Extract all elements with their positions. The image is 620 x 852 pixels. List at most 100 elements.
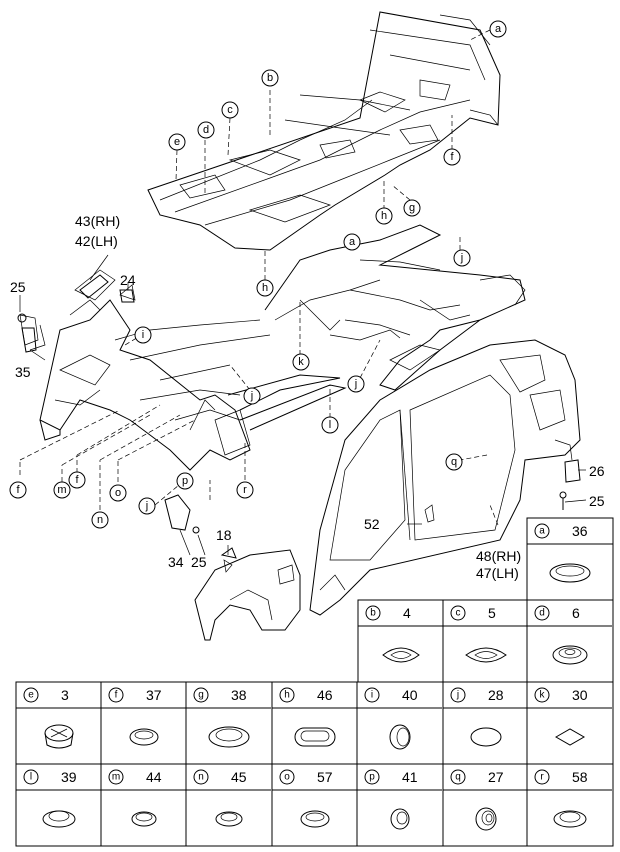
legend-part-number: 3 <box>61 687 69 703</box>
legend-part-icon <box>390 808 410 830</box>
label-48-rh: 48(RH) <box>476 548 521 564</box>
callout-h-top: h <box>375 207 393 225</box>
label-24: 24 <box>120 272 136 288</box>
legend-part-number: 58 <box>572 769 588 785</box>
legend-letter-circle <box>450 687 466 703</box>
callout-i: i <box>134 326 152 344</box>
legend-part-number: 36 <box>572 523 588 539</box>
legend-part-number: 45 <box>231 769 247 785</box>
callout-g: g <box>403 199 421 217</box>
legend-part-number: 6 <box>572 605 580 621</box>
legend-part-icon <box>215 811 243 827</box>
side-panel-drawing <box>309 339 581 616</box>
svg-text:f: f <box>16 484 20 496</box>
legend-letter-circle <box>365 605 381 621</box>
legend-letter: b <box>370 608 376 619</box>
svg-text:p: p <box>182 475 188 487</box>
legend-letter-circle <box>364 687 380 703</box>
svg-text:f: f <box>450 151 454 163</box>
callout-b: b <box>261 69 279 87</box>
callout-m: m <box>53 481 71 499</box>
legend-part-number: 38 <box>231 687 247 703</box>
svg-text:j: j <box>354 378 357 390</box>
legend-part-number: 57 <box>317 769 333 785</box>
legend-letter: l <box>30 772 32 783</box>
legend-table <box>15 517 614 847</box>
legend-part-icon <box>553 810 587 828</box>
callout-k: k <box>292 353 310 371</box>
legend-part-icon <box>382 647 420 663</box>
legend-letter: p <box>369 772 375 783</box>
legend-letter: d <box>539 608 545 619</box>
svg-text:h: h <box>262 282 268 294</box>
legend-letter-circle <box>364 769 380 785</box>
legend-letter-circle <box>108 687 124 703</box>
callout-j-right: j <box>453 249 471 267</box>
label-25-right: 25 <box>589 493 605 509</box>
callout-q: q <box>445 453 463 471</box>
callout-j-bottom: j <box>138 497 156 515</box>
legend-letter-circle <box>534 769 550 785</box>
legend-letter-circle <box>193 769 209 785</box>
svg-text:a: a <box>495 23 502 35</box>
legend-letter: i <box>371 690 373 701</box>
svg-text:a: a <box>349 236 356 248</box>
svg-text:l: l <box>329 419 331 431</box>
label-25-left: 25 <box>10 279 26 295</box>
svg-text:m: m <box>57 484 66 496</box>
legend-part-icon <box>44 724 74 749</box>
label-52: 52 <box>364 516 380 532</box>
legend-letter-circle <box>450 769 466 785</box>
label-18: 18 <box>216 527 232 543</box>
legend-part-number: 37 <box>146 687 162 703</box>
legend-part-icon <box>129 728 159 746</box>
legend-part-number: 27 <box>488 769 504 785</box>
svg-text:d: d <box>203 124 209 136</box>
legend-letter: r <box>540 772 544 783</box>
label-43-rh: 43(RH) <box>75 213 120 229</box>
label-26: 26 <box>589 463 605 479</box>
legend-cell-g: g 38 <box>186 687 271 748</box>
callout-r: r <box>236 481 254 499</box>
callout-l: l <box>321 416 339 434</box>
callout-f-left: f <box>9 481 27 499</box>
legend-part-number: 39 <box>61 769 77 785</box>
legend-letter: e <box>28 690 34 701</box>
svg-text:b: b <box>267 72 273 84</box>
callout-a-top: a <box>489 20 507 38</box>
callout-d: d <box>197 121 215 139</box>
legend-cell-f: f 37 <box>101 687 186 746</box>
legend-letter: g <box>198 690 204 701</box>
legend-letter: h <box>284 690 290 701</box>
legend-part-icon <box>470 727 502 747</box>
callout-c: c <box>221 101 239 119</box>
fender-drawing <box>194 549 301 641</box>
svg-text:f: f <box>75 474 79 486</box>
legend-letter-circle <box>279 769 295 785</box>
legend-part-icon <box>300 810 330 828</box>
legend-letter-circle <box>23 769 39 785</box>
callout-f-mid: f <box>68 471 86 489</box>
label-35: 35 <box>15 364 31 380</box>
callout-j-left: j <box>243 387 261 405</box>
legend-part-icon <box>131 811 157 827</box>
legend-letter-circle <box>450 605 466 621</box>
svg-text:h: h <box>381 210 387 222</box>
floor-panel-drawing <box>147 11 501 251</box>
legend-letter-circle <box>534 523 550 539</box>
legend-letter: k <box>540 690 546 701</box>
legend-letter: f <box>115 690 118 701</box>
legend-part-icon <box>42 810 76 828</box>
svg-text:o: o <box>115 487 121 499</box>
